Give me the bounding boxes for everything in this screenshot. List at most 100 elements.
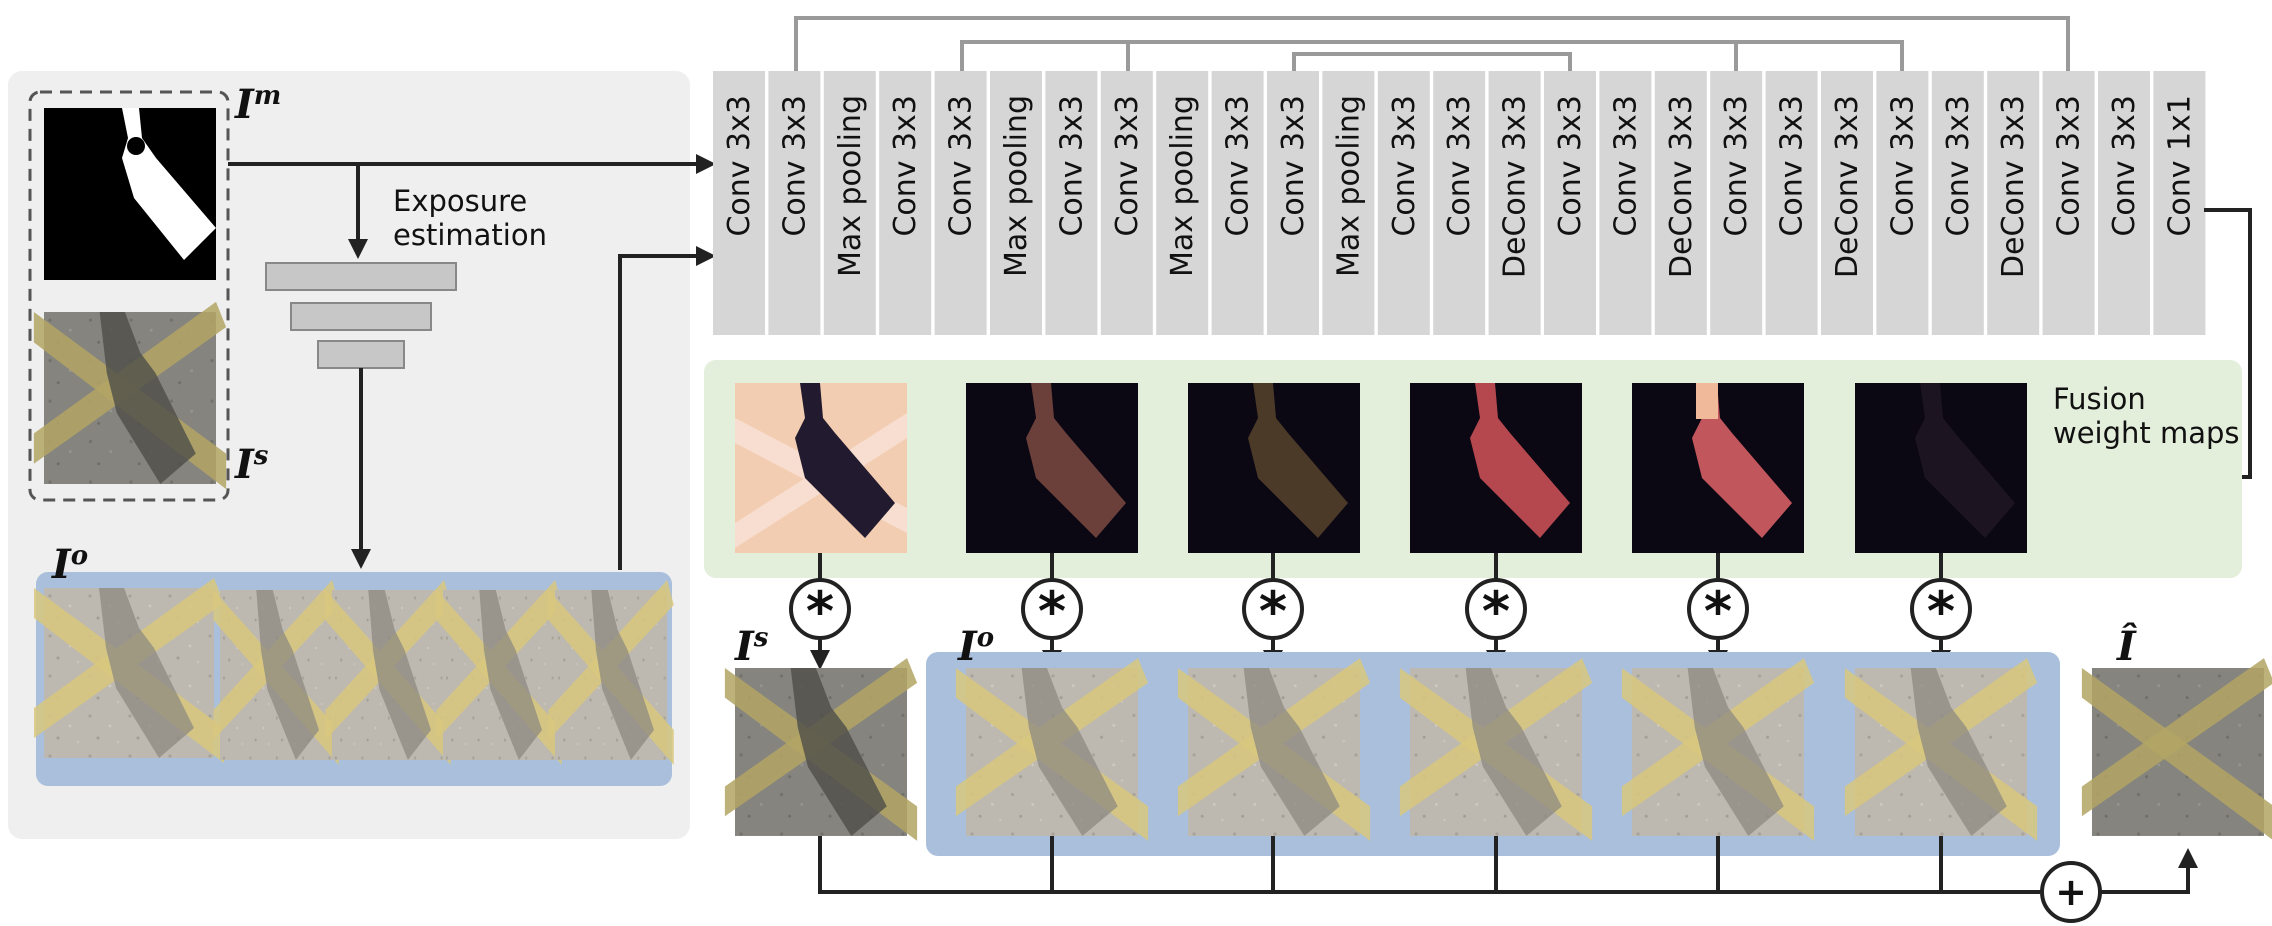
layer-label: Conv 3x3 <box>944 95 979 237</box>
overexposed-label: Io <box>51 541 88 588</box>
layer-label: Max pooling <box>1165 95 1200 277</box>
weight-map-5 <box>1632 383 1804 553</box>
multiply-symbol: * <box>1259 580 1287 643</box>
weight-map-3 <box>1188 383 1360 553</box>
layer-block: Conv 3x3 <box>1100 71 1153 335</box>
overexposed-image-b2 <box>1177 658 1371 841</box>
multiply-symbol: * <box>1038 580 1066 643</box>
layer-block: Conv 3x3 <box>1433 71 1486 335</box>
layer-block: Conv 3x3 <box>1710 71 1763 335</box>
multiply-node: * <box>1242 553 1304 670</box>
input-dashed-box <box>28 90 230 502</box>
layer-block: Max pooling <box>1156 71 1209 335</box>
layer-block: Conv 3x3 <box>1599 71 1652 335</box>
mask-label: Im <box>234 81 281 128</box>
layer-block: Conv 3x3 <box>1544 71 1596 335</box>
overexposed-image-4 <box>436 580 562 765</box>
circled-asterisk-icon <box>1465 578 1527 640</box>
layer-label: Conv 3x3 <box>1387 95 1422 237</box>
layer-label: DeConv 3x3 <box>1498 95 1533 278</box>
layer-label: Conv 3x3 <box>1221 95 1256 237</box>
layer-block: Max pooling <box>823 71 876 335</box>
output-image <box>2081 658 2272 841</box>
circled-asterisk-icon <box>1242 578 1304 640</box>
layer-block: Conv 3x3 <box>1765 71 1818 335</box>
overexposed-image-b1 <box>955 658 1149 841</box>
layer-label: Conv 3x3 <box>1442 95 1477 237</box>
skip-connections <box>794 16 2070 71</box>
layer-label: Conv 3x3 <box>1110 95 1145 237</box>
multiply-node: * <box>789 553 851 670</box>
overexposed-image-5 <box>548 580 674 765</box>
fusion-label: Fusion <box>2053 382 2146 416</box>
shadow-bottom-label: Is <box>734 623 769 670</box>
layer-block: DeConv 3x3 <box>1987 71 2040 335</box>
weight-map-1 <box>735 383 907 553</box>
estimator-bar-1 <box>265 262 457 291</box>
overexposed-bottom-label: Io <box>957 623 994 670</box>
layer-label: Conv 3x3 <box>1719 95 1754 237</box>
layer-label: Max pooling <box>833 95 868 277</box>
overexposed-image-b5 <box>1844 658 2038 841</box>
estimator-bar-2 <box>290 302 432 331</box>
layer-label: Conv 3x3 <box>1941 95 1976 237</box>
overexposed-image-b3 <box>1399 658 1593 841</box>
shadow-label: Is <box>234 441 269 488</box>
multiply-symbol: * <box>1704 580 1732 643</box>
layer-label: Conv 3x3 <box>1885 95 1920 237</box>
layer-block: Conv 3x3 <box>1377 71 1430 335</box>
exposure-estimation-label: Exposure <box>393 184 527 218</box>
multiply-node: * <box>1910 553 1972 670</box>
layer-block: Conv 3x3 <box>1876 71 1929 335</box>
layer-label: DeConv 3x3 <box>1830 95 1865 278</box>
layer-block: DeConv 3x3 <box>1821 71 1873 335</box>
layer-label: Conv 3x3 <box>2052 95 2087 237</box>
layer-label: Max pooling <box>1331 95 1366 277</box>
layer-block: DeConv 3x3 <box>1488 71 1541 335</box>
layer-block: Conv 3x3 <box>2098 71 2150 335</box>
layer-label: Conv 3x3 <box>1775 95 1810 237</box>
shadow-image-bottom <box>724 658 918 841</box>
network-layers: Conv 3x3 Conv 3x3 Max pooling Conv 3x3 Conv … <box>713 71 2206 335</box>
weight-map-6 <box>1855 383 2027 553</box>
output-label: Î <box>2116 623 2137 670</box>
layer-block: Conv 3x3 <box>1211 71 1264 335</box>
exposure-estimation-label-2: estimation <box>393 218 547 252</box>
layer-block: Conv 3x3 <box>1267 71 1319 335</box>
layer-block: Conv 3x3 <box>713 71 765 335</box>
mask-image <box>44 108 216 280</box>
overexposed-image-2 <box>213 580 339 765</box>
sum-node: + <box>2040 861 2102 923</box>
estimator-bar-3 <box>317 340 405 369</box>
multiply-symbol: * <box>1927 580 1955 643</box>
layer-label: Conv 3x3 <box>777 95 812 237</box>
circled-plus-icon <box>2040 861 2102 923</box>
layer-label: Conv 3x3 <box>888 95 923 237</box>
layer-label: Conv 3x3 <box>1276 95 1311 237</box>
layer-label: Max pooling <box>999 95 1034 277</box>
layer-label: Conv 3x3 <box>1608 95 1643 237</box>
multiply-symbol: * <box>1482 580 1510 643</box>
layer-block: Conv 3x3 <box>2042 71 2095 335</box>
weight-map-4 <box>1410 383 1582 553</box>
layer-label: Conv 1x1 <box>2162 95 2197 237</box>
layer-block: Conv 3x3 <box>934 71 987 335</box>
layer-block: Conv 3x3 <box>1045 71 1098 335</box>
overexposed-image-3 <box>325 580 451 765</box>
shadow-image <box>33 301 227 490</box>
multiply-node: * <box>1687 553 1749 670</box>
layer-label: Conv 3x3 <box>722 95 757 237</box>
multiply-symbol: * <box>806 580 834 643</box>
circled-asterisk-icon <box>789 578 851 640</box>
summation-lines <box>818 836 2198 894</box>
layer-block: Max pooling <box>990 71 1042 335</box>
layer-label: DeConv 3x3 <box>1664 95 1699 278</box>
overexposed-image-1 <box>34 578 224 763</box>
layer-label: Conv 3x3 <box>2107 95 2142 237</box>
layer-label: Conv 3x3 <box>1553 95 1588 237</box>
svg-text:+: + <box>2055 870 2087 914</box>
layer-block: DeConv 3x3 <box>1654 71 1707 335</box>
layer-block: Conv 1x1 <box>2153 71 2206 335</box>
layer-block: Conv 3x3 <box>1931 71 1984 335</box>
